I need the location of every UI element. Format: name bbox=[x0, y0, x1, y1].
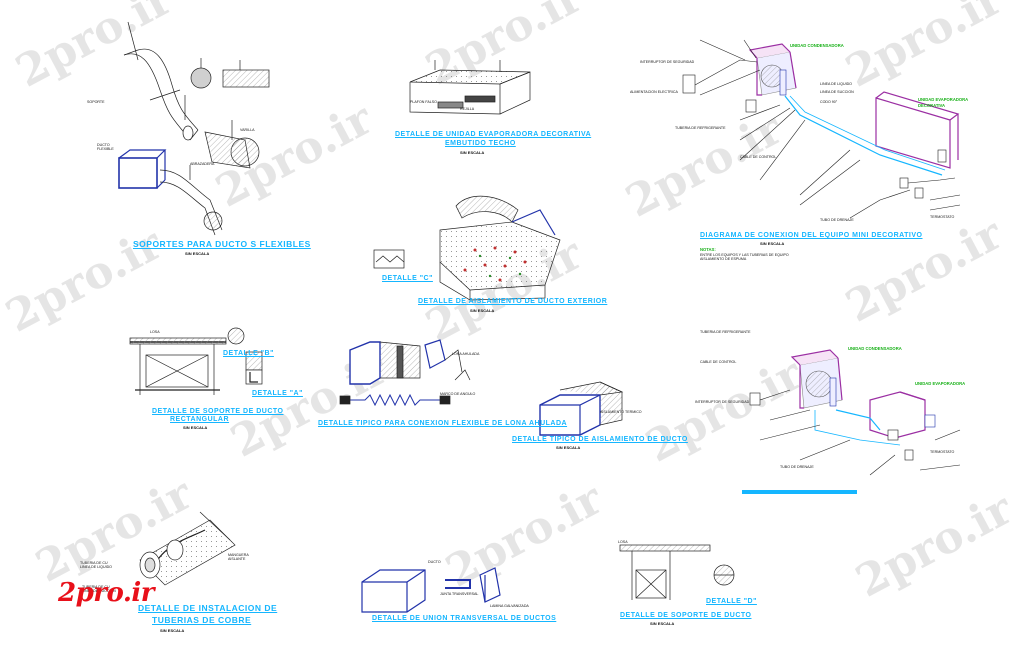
label-control-cable: CABLE DE CONTROL bbox=[740, 155, 777, 159]
scale-label: SIN ESCALA bbox=[556, 445, 581, 450]
label-rod: VARILLA bbox=[240, 128, 255, 132]
label-condensing-unit-2: UNIDAD CONDENSADORA bbox=[848, 346, 902, 351]
label-flexible-duct: DUCTO FLEXIBLE bbox=[97, 143, 114, 152]
title-support-detail: DETALLE DE SOPORTE DE DUCTO bbox=[620, 612, 752, 619]
duct-insulation-typical-drawing bbox=[539, 381, 624, 436]
support-detail-drawing bbox=[619, 544, 735, 600]
label-evaporator-unit-3: UNIDAD EVAPORADORA bbox=[915, 381, 966, 386]
label-control-cable-2: CABLE DE CONTROL bbox=[700, 360, 737, 364]
label-canvas: LONA AHULADA bbox=[452, 352, 480, 356]
label-sheet: LAMINA GALVANIZADA bbox=[490, 604, 529, 608]
label-slab-2: LOSA bbox=[618, 540, 628, 544]
label-switch: INTERRUPTOR DE SEGURIDAD bbox=[640, 60, 695, 64]
label-frame: MARCO DE ANGULO bbox=[440, 392, 476, 396]
label-suction-line: LINEA DE SUCCION bbox=[820, 90, 854, 94]
title-detail-d: DETALLE "D" bbox=[706, 598, 757, 605]
copper-tubing-drawing bbox=[139, 511, 236, 586]
label-condensing-unit: UNIDAD CONDENSADORA bbox=[790, 43, 844, 48]
scale-label: SIN ESCALA bbox=[470, 308, 495, 313]
label-thermostat: TERMOSTATO bbox=[930, 215, 955, 219]
connection-diagram-top bbox=[682, 39, 961, 219]
title-duct-support-2: RECTANGULAR bbox=[170, 416, 230, 423]
label-thermostat-2: TERMOSTATO bbox=[930, 450, 955, 454]
brand-logo: 2pro.ir bbox=[58, 578, 154, 608]
label-drain: TUBO DE DRENAJE bbox=[820, 218, 854, 222]
label-hose: MANGUERA AISLANTE bbox=[228, 553, 249, 562]
evaporator-ceiling-drawing bbox=[409, 60, 531, 115]
label-power: ALIMENTACION ELECTRICA bbox=[630, 90, 678, 94]
label-evaporator-unit-2: DECORATIVA bbox=[918, 103, 946, 108]
label-joint: JUNTA TRANSVERSAL bbox=[440, 592, 479, 596]
duct-insulation-exterior-drawing bbox=[373, 195, 561, 301]
label-switch-2: INTERRUPTOR DE SEGURIDAD bbox=[695, 400, 750, 404]
scale-label: SIN ESCALA bbox=[650, 621, 675, 626]
label-evaporator-unit: UNIDAD EVAPORADORA bbox=[918, 97, 969, 102]
title-duct-support: DETALLE DE SOPORTE DE DUCTO bbox=[152, 408, 284, 415]
label-ceiling: PLAFON FALSO bbox=[410, 100, 437, 104]
title-insulation-exterior: DETALLE DE AISLAMIENTO DE DUCTO EXTERIOR bbox=[418, 298, 608, 305]
label-insulation: AISLAMIENTO TERMICO bbox=[600, 410, 642, 414]
label-copper-liquid: TUBERIA DE CU LINEA DE LIQUIDO bbox=[80, 561, 112, 570]
label-clamp: ABRAZADERA bbox=[190, 162, 215, 166]
label-refrigerant-pipe: TUBERIA DE REFRIGERANTE bbox=[675, 126, 726, 130]
title-duct-joint: DETALLE DE UNION TRANSVERSAL DE DUCTOS bbox=[372, 615, 557, 622]
title-flexible-duct-supports: SOPORTES PARA DUCTO S FLEXIBLES bbox=[133, 239, 311, 249]
flexible-connection-drawing bbox=[339, 339, 471, 407]
title-evaporator-2: EMBUTIDO TECHO bbox=[445, 140, 516, 147]
label-grille: REJILLA bbox=[460, 107, 475, 111]
duct-joint-drawing bbox=[361, 567, 501, 613]
title-evaporator: DETALLE DE UNIDAD EVAPORADORA DECORATIVA bbox=[395, 131, 592, 138]
title-detail-b: DETALLE "B" bbox=[223, 350, 274, 357]
title-connection-diagram: DIAGRAMA DE CONEXION DEL EQUIPO MINI DEC… bbox=[700, 232, 923, 239]
title-detail-c: DETALLE "C" bbox=[382, 275, 433, 282]
scale-label: SIN ESCALA bbox=[760, 241, 785, 246]
scale-label: SIN ESCALA bbox=[185, 251, 210, 256]
label-drain-2: TUBO DE DRENAJE bbox=[780, 465, 814, 469]
scale-label: SIN ESCALA bbox=[183, 425, 208, 430]
connection-diagram-bottom bbox=[742, 349, 961, 494]
label-elbow: CODO 90° bbox=[820, 100, 838, 104]
title-typical-insulation: DETALLE TIPICO DE AISLAMIENTO DE DUCTO bbox=[512, 436, 688, 443]
label-copper-suction: TUBERIA DE CU LINEA DE SUCCION bbox=[82, 585, 116, 594]
label-notes: NOTAS: bbox=[700, 247, 716, 252]
label-support: SOPORTE bbox=[87, 100, 105, 104]
title-copper-1: DETALLE DE INSTALACION DE bbox=[138, 603, 278, 613]
duct-support-drawing bbox=[129, 327, 263, 395]
flexible-duct-drawing bbox=[118, 21, 270, 236]
label-liquid-line: LINEA DE LIQUIDO bbox=[820, 82, 852, 86]
title-copper-2: TUBERIAS DE COBRE bbox=[152, 615, 252, 625]
title-flexible-connection: DETALLE TIPICO PARA CONEXION FLEXIBLE DE… bbox=[318, 420, 568, 427]
notes-text: ENTRE LOS EQUIPOS Y LAS TUBERIAS DE EQUI… bbox=[700, 253, 789, 262]
label-slab: LOSA bbox=[150, 330, 160, 334]
scale-label: SIN ESCALA bbox=[460, 150, 485, 155]
label-refrigerant-pipe-2: TUBERIA DE REFRIGERANTE bbox=[700, 330, 751, 334]
title-detail-a: DETALLE "A" bbox=[252, 390, 303, 397]
scale-label: SIN ESCALA bbox=[160, 628, 185, 633]
label-duct: DUCTO bbox=[428, 560, 441, 564]
